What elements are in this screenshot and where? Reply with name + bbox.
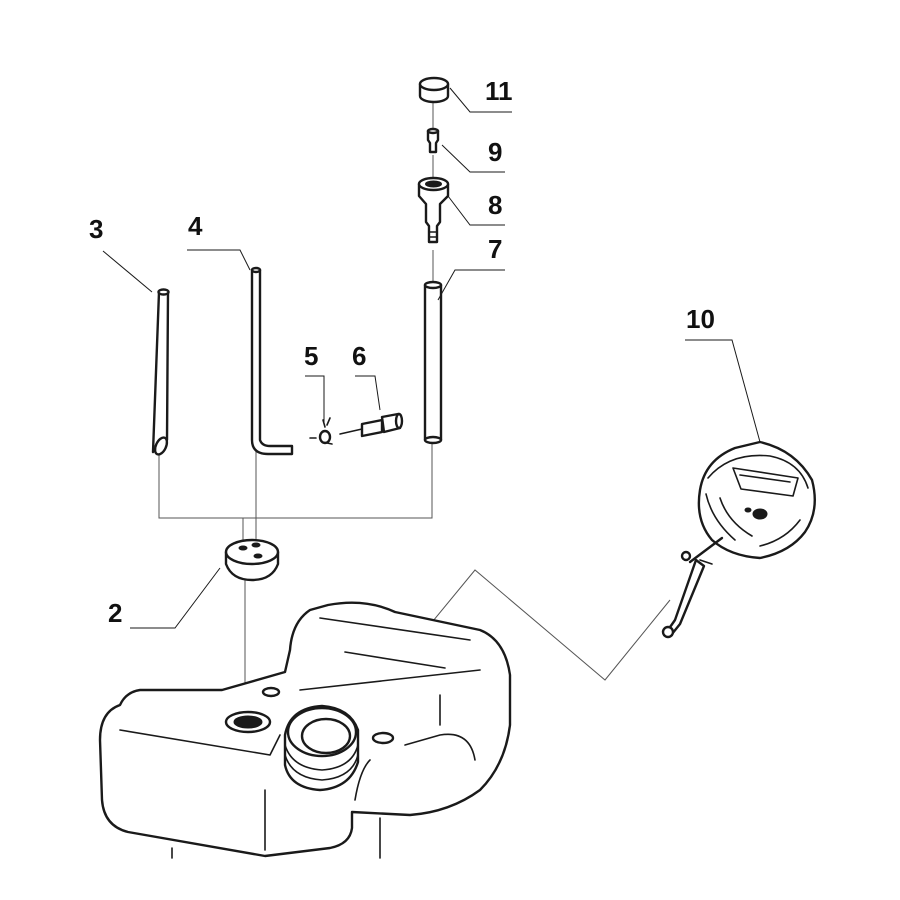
callout-7: 7	[488, 234, 502, 264]
leader-lines	[102, 87, 761, 629]
part-9-valve	[426, 127, 440, 154]
part-8-fitting	[417, 176, 450, 244]
callout-3: 3	[89, 214, 103, 244]
part-10-fuel-cap	[661, 440, 816, 639]
callout-8: 8	[488, 190, 502, 220]
callout-labels: 2 3 4 5 6 7 8 9 10 11	[89, 76, 715, 628]
part-7-hose	[423, 280, 443, 445]
part-4-l-tube	[250, 266, 294, 456]
callout-4: 4	[188, 211, 203, 241]
callout-5: 5	[304, 341, 318, 371]
callout-2: 2	[108, 598, 122, 628]
fuel-tank	[98, 601, 512, 859]
callout-9: 9	[488, 137, 502, 167]
part-6-connector	[339, 412, 404, 438]
callout-10: 10	[686, 304, 715, 334]
part-3-tube	[151, 288, 170, 456]
callout-11: 11	[485, 76, 513, 106]
part-2-grommet	[224, 538, 280, 582]
part-11-cap	[418, 76, 450, 104]
callout-6: 6	[352, 341, 366, 371]
part-5-clip	[309, 417, 333, 445]
